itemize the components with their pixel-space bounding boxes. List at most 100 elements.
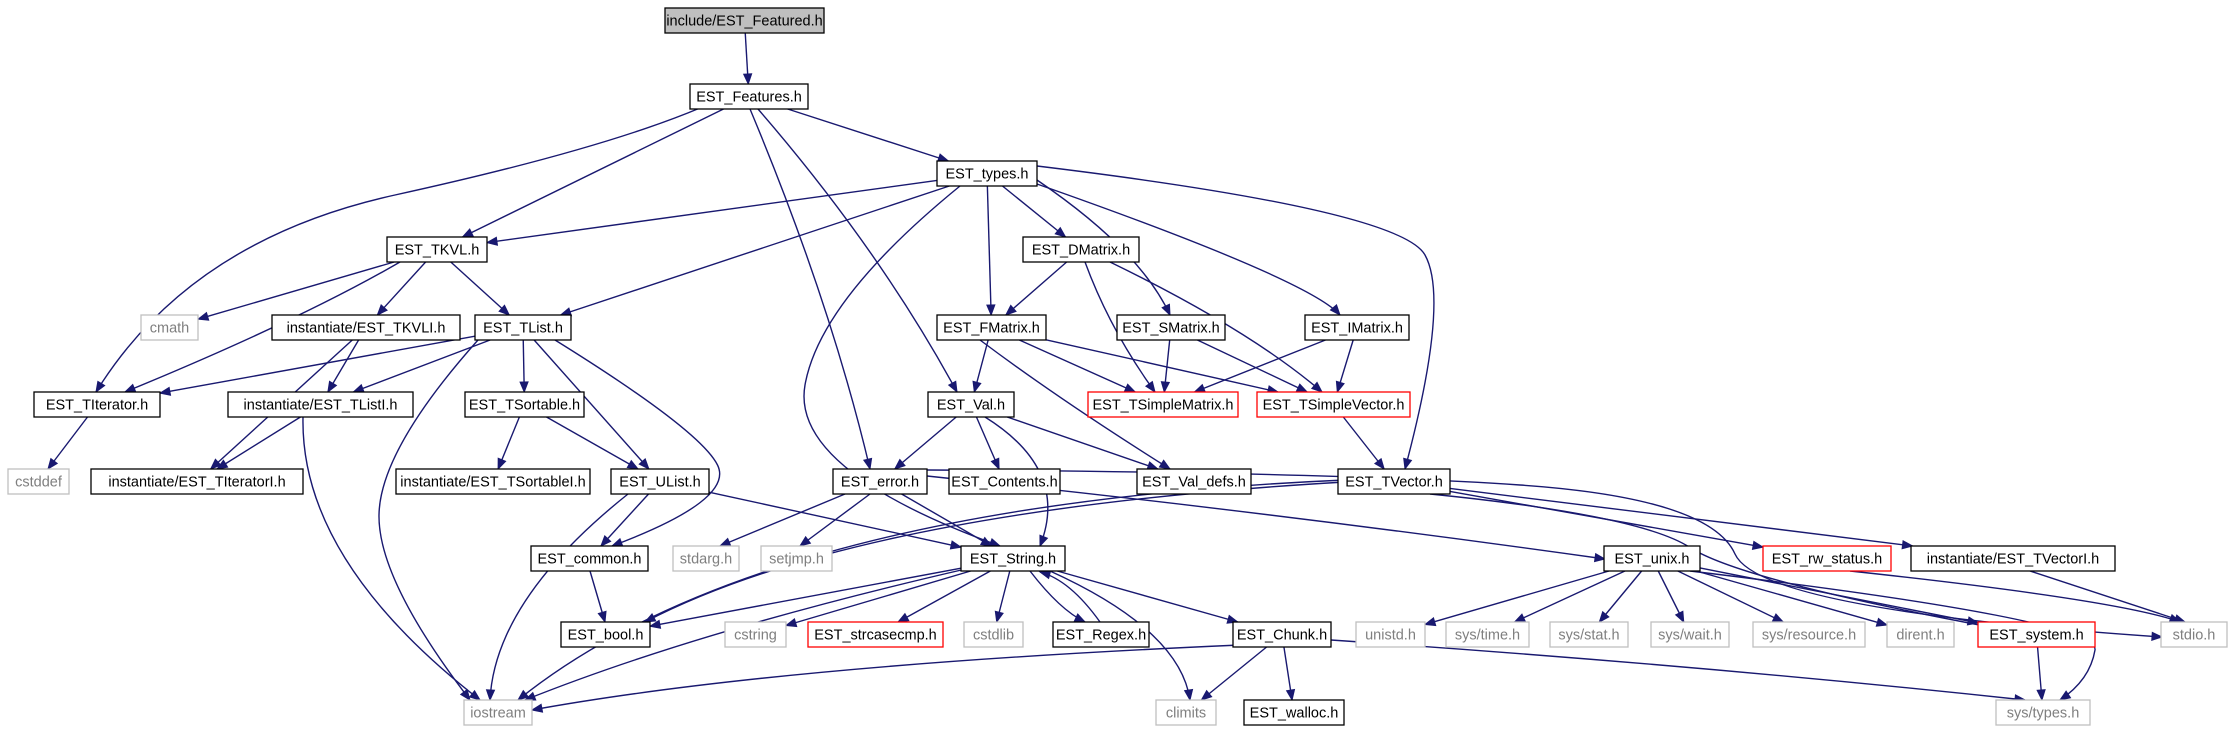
node-titerator[interactable]: EST_TIterator.h xyxy=(33,391,161,418)
node-contents[interactable]: EST_Contents.h xyxy=(948,468,1061,495)
node-regex[interactable]: EST_Regex.h xyxy=(1052,621,1150,648)
edge-arrowhead xyxy=(1875,617,1889,627)
edge-rw_status-to-stdio xyxy=(1849,570,2182,623)
node-featured[interactable]: include/EST_Featured.h xyxy=(664,7,825,34)
edge-line xyxy=(462,108,724,238)
node-unix[interactable]: EST_unix.h xyxy=(1603,545,1701,572)
edge-string-to-climits xyxy=(1049,570,1194,702)
node-imatrix[interactable]: EST_IMatrix.h xyxy=(1304,314,1410,341)
edge-line xyxy=(517,479,1346,701)
node-inst_tlisti[interactable]: instantiate/EST_TListI.h xyxy=(227,391,414,418)
node-inst_tkvli[interactable]: instantiate/EST_TKVLI.h xyxy=(271,314,461,341)
node-strcasecmp[interactable]: EST_strcasecmp.h xyxy=(807,621,944,648)
node-box xyxy=(1155,699,1217,726)
node-walloc[interactable]: EST_walloc.h xyxy=(1243,699,1345,726)
node-tlist[interactable]: EST_TList.h xyxy=(474,314,572,341)
edge-arrowhead xyxy=(626,459,640,470)
edge-inst_tvectori-to-stdio xyxy=(2029,570,2187,624)
edge-inst_tkvli-to-inst_tlisti xyxy=(327,339,360,394)
edge-arrowhead xyxy=(1598,610,1610,624)
node-label: EST_SMatrix.h xyxy=(1122,321,1220,337)
edge-arrowhead xyxy=(1038,570,1052,580)
edge-regex-to-string xyxy=(1038,570,1101,623)
node-box xyxy=(464,391,585,418)
node-tvector[interactable]: EST_TVector.h xyxy=(1337,468,1451,495)
node-label: EST_String.h xyxy=(970,552,1056,568)
node-val_defs[interactable]: EST_Val_defs.h xyxy=(1136,468,1252,495)
edge-arrowhead xyxy=(972,380,982,394)
node-inst_tvectori[interactable]: instantiate/EST_TVectorI.h xyxy=(1910,545,2116,572)
edge-tkvl-to-tlist xyxy=(450,261,511,316)
edge-arrowhead xyxy=(352,383,365,393)
node-bool[interactable]: EST_bool.h xyxy=(560,621,651,648)
node-features[interactable]: EST_Features.h xyxy=(689,83,809,110)
node-common[interactable]: EST_common.h xyxy=(530,545,649,572)
node-dmatrix[interactable]: EST_DMatrix.h xyxy=(1022,236,1140,263)
node-box xyxy=(227,391,414,418)
node-box xyxy=(610,468,710,495)
edge-line xyxy=(1005,261,1068,316)
node-system[interactable]: EST_system.h xyxy=(1977,621,2096,648)
edge-line xyxy=(376,261,427,316)
node-string[interactable]: EST_String.h xyxy=(960,545,1066,572)
node-label: EST_TSimpleMatrix.h xyxy=(1092,398,1233,414)
edge-inst_tlisti-to-iostream xyxy=(302,416,482,701)
edge-line xyxy=(757,108,958,393)
node-ulist[interactable]: EST_UList.h xyxy=(610,468,710,495)
edge-arrowhead xyxy=(1183,688,1194,702)
edge-arrowhead xyxy=(600,535,612,547)
edge-line xyxy=(524,567,971,701)
node-label: EST_Contents.h xyxy=(951,475,1057,491)
node-smatrix[interactable]: EST_SMatrix.h xyxy=(1116,314,1226,341)
node-label: cstdlib xyxy=(973,628,1014,644)
node-tsimplematrix[interactable]: EST_TSimpleMatrix.h xyxy=(1087,391,1239,418)
node-box xyxy=(90,468,304,495)
edge-titerator-to-cstddef xyxy=(47,416,89,471)
node-error[interactable]: EST_error.h xyxy=(832,468,928,495)
node-label: stdarg.h xyxy=(680,552,732,568)
edge-ulist-to-iostream xyxy=(485,493,629,702)
edge-arrowhead xyxy=(1403,457,1413,471)
node-chunk[interactable]: EST_Chunk.h xyxy=(1232,621,1332,648)
edge-line xyxy=(897,570,991,623)
edge-arrowhead xyxy=(158,386,172,396)
edge-arrowhead xyxy=(2151,631,2164,642)
node-sys_resource: sys/resource.h xyxy=(1752,621,1866,648)
edge-tvector-to-iostream xyxy=(516,479,1346,701)
edge-arrowhead xyxy=(461,228,475,238)
edge-ulist-to-common xyxy=(600,493,650,547)
edge-arrowhead xyxy=(742,73,753,86)
edge-featured-to-features xyxy=(742,32,753,86)
node-tkvl[interactable]: EST_TKVL.h xyxy=(386,236,488,263)
node-box xyxy=(395,468,591,495)
edge-arrowhead xyxy=(994,610,1004,624)
node-box xyxy=(1650,621,1730,648)
edge-arrowhead xyxy=(2058,690,2072,701)
node-box xyxy=(1762,545,1892,572)
node-types[interactable]: EST_types.h xyxy=(936,160,1038,187)
node-box xyxy=(560,621,651,648)
node-label: EST_DMatrix.h xyxy=(1032,243,1130,259)
edge-arrowhead xyxy=(986,304,996,317)
edge-unix-to-unistd xyxy=(1423,570,1610,627)
node-inst_tsortablei[interactable]: instantiate/EST_TSortableI.h xyxy=(395,468,591,495)
node-tsortable[interactable]: EST_TSortable.h xyxy=(464,391,585,418)
node-fmatrix[interactable]: EST_FMatrix.h xyxy=(936,314,1047,341)
edge-features-to-error xyxy=(749,108,873,471)
edge-arrowhead xyxy=(1751,540,1765,550)
node-val[interactable]: EST_Val.h xyxy=(927,391,1015,418)
edge-line xyxy=(216,416,301,470)
edge-dmatrix-to-tsimplematrix xyxy=(1084,261,1156,394)
node-inst_titeratori[interactable]: instantiate/EST_TIteratorI.h xyxy=(90,468,304,495)
node-label: stdio.h xyxy=(2173,628,2216,644)
node-cstddef: cstddef xyxy=(7,468,70,495)
edge-line xyxy=(803,185,1001,547)
node-tsimplevector[interactable]: EST_TSimpleVector.h xyxy=(1256,391,1411,418)
node-sys_time: sys/time.h xyxy=(1445,621,1530,648)
node-rw_status[interactable]: EST_rw_status.h xyxy=(1762,545,1892,572)
node-box xyxy=(530,545,649,572)
node-label: instantiate/EST_TKVLI.h xyxy=(287,321,446,337)
edge-arrowhead xyxy=(1901,540,1914,550)
edge-line xyxy=(785,570,971,627)
node-label: EST_Val.h xyxy=(937,398,1005,414)
